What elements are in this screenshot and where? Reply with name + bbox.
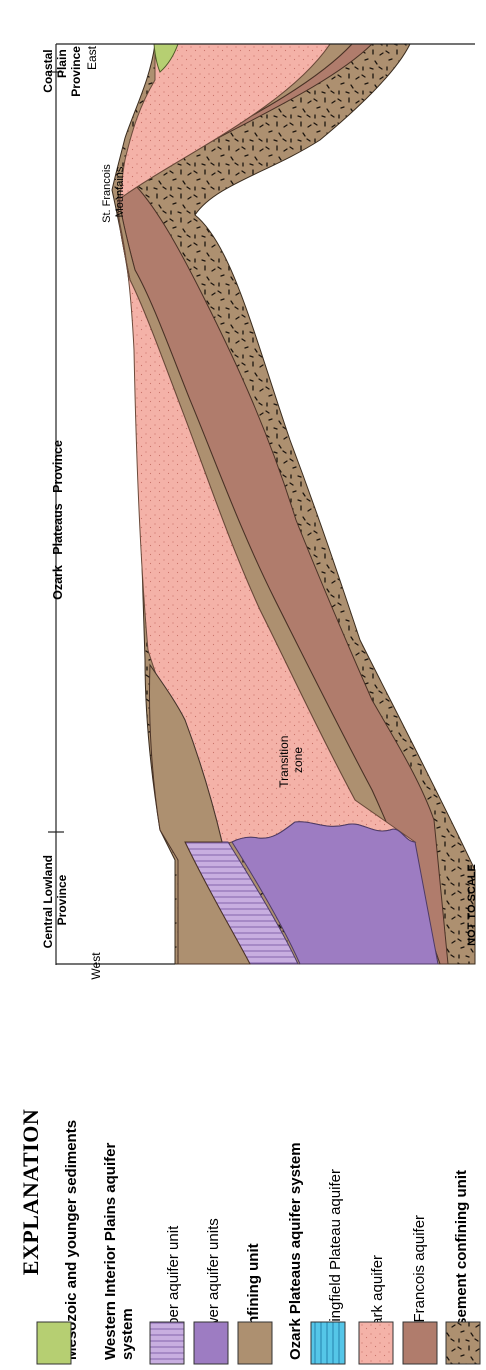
legend-swatch-basement xyxy=(446,1322,480,1364)
legend-swatch-st-francois xyxy=(403,1322,437,1364)
legend-label-springfield: Springfield Plateau aquifer xyxy=(327,1169,344,1345)
legend-swatch-confining xyxy=(238,1322,272,1364)
legend-swatch-mesozoic xyxy=(37,1322,71,1364)
coastal-plain-line2: Plain xyxy=(55,49,69,78)
st-francois-mountains-line2: Mountains xyxy=(114,166,126,217)
legend-title: EXPLANATION xyxy=(18,1109,43,1275)
legend-wip-line2: system xyxy=(119,1308,136,1360)
legend-wip-line1: Western Interior Plains aquifer xyxy=(102,1143,119,1360)
legend-swatch-springfield xyxy=(311,1322,345,1364)
legend: EXPLANATION Mesozoic and younger sedimen… xyxy=(18,1109,480,1364)
label-central-lowland-province: Central Lowland Province xyxy=(41,852,69,949)
legend-swatch-ozark xyxy=(359,1322,393,1364)
label-not-to-scale: NOT TO SCALE xyxy=(466,864,478,946)
coastal-plain-line1: Coastal xyxy=(41,49,55,92)
label-coastal-plain-province: Coastal Plain Province xyxy=(41,46,83,97)
st-francois-mountains-line1: St. Francois xyxy=(101,164,113,223)
coastal-plain-line3: Province xyxy=(69,46,83,97)
geologic-section xyxy=(112,44,475,964)
transition-zone-line2: zone xyxy=(291,747,305,773)
legend-label-opas-system: Ozark Plateaus aquifer system xyxy=(287,1142,304,1360)
legend-swatch-lower-aquifers xyxy=(194,1322,228,1364)
label-st-francois-mountains: St. Francois Mountains xyxy=(101,161,126,223)
label-east: East xyxy=(85,45,99,70)
legend-label-basement: Basement confining unit xyxy=(453,1170,470,1345)
central-lowland-line1: Central Lowland xyxy=(41,855,55,948)
legend-swatch-upper-aquifer xyxy=(150,1322,184,1364)
label-west: West xyxy=(89,952,103,980)
label-ozark-plateaus-province: Ozark Plateaus Province xyxy=(51,440,65,600)
central-lowland-line2: Province xyxy=(55,874,69,925)
legend-label-wip-system: Western Interior Plains aquifer system xyxy=(102,1139,136,1360)
transition-zone-line1: Transition xyxy=(277,736,291,788)
